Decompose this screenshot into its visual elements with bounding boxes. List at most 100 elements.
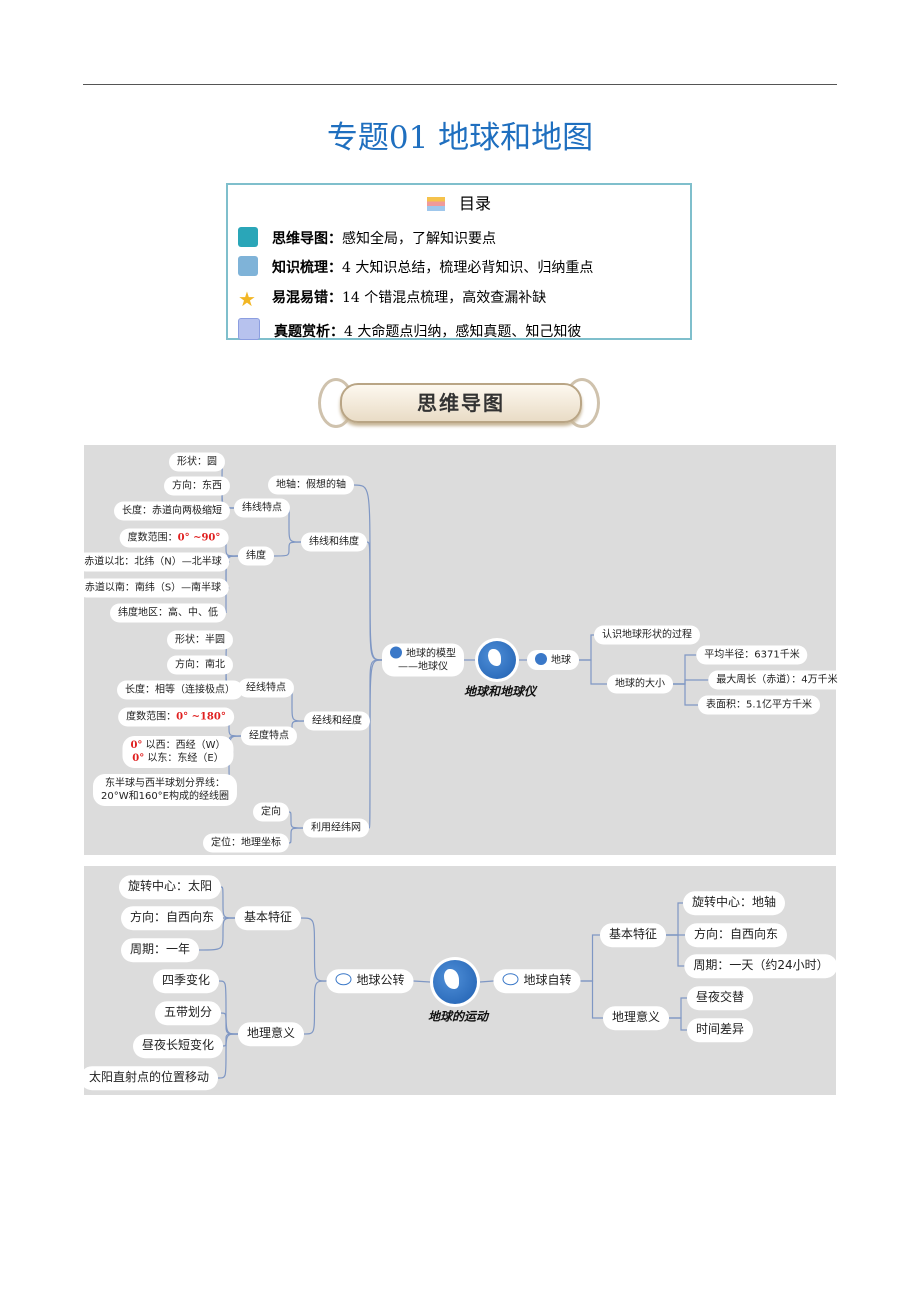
connector	[579, 659, 607, 685]
mindmap-node-f3: 周期：一年	[120, 938, 200, 962]
connector	[218, 1033, 238, 1079]
mindmap-node-a2: 方向：东西	[164, 476, 230, 496]
connector	[288, 827, 304, 844]
mindmap-node-dx2: 地球的大小	[607, 674, 673, 694]
mindmap-node-dl1: 地理意义	[237, 1022, 305, 1046]
mindmap-node-wd: 纬度	[238, 546, 274, 566]
mindmap-node-i2: 时间差异	[686, 1018, 754, 1042]
header-rule	[83, 84, 837, 85]
connector	[479, 980, 494, 983]
connector	[288, 507, 302, 543]
mindmap-node-f1: 旋转中心：太阳	[118, 875, 222, 899]
connector	[666, 934, 685, 967]
connector	[273, 541, 302, 557]
mindmap-node-zz: 地球自转	[493, 969, 581, 993]
mindmap-node-a1: 形状：圆	[169, 452, 225, 472]
mindmap-node-gz: 地球公转	[326, 969, 414, 993]
star-icon: ★	[238, 287, 256, 311]
mindmap-earth-motion: 旋转中心：太阳方向：自西向东周期：一年基本特征四季变化五带划分昼夜长短变化太阳直…	[79, 866, 838, 1095]
globe-model-icon	[390, 646, 402, 659]
mindmap-node-g3: 昼夜长短变化	[132, 1034, 224, 1058]
center-topic-label: 地球的运动	[427, 1009, 489, 1024]
mindmap-node-c2: 方向：南北	[167, 655, 233, 675]
connector	[219, 980, 238, 1035]
mindmap-node-mx: 地球的模型——地球仪	[382, 643, 464, 677]
mindmap-node-b1: 度数范围：0° ~90°	[119, 528, 229, 548]
mindmap-node-b4: 纬度地区：高、中、低	[110, 603, 226, 623]
mindmap-banner: 思维导图	[318, 378, 600, 428]
connector	[291, 687, 305, 722]
center-topic-label: 地球和地球仪	[463, 684, 537, 699]
connector	[413, 980, 431, 983]
mindmap-node-i1: 昼夜交替	[686, 986, 754, 1010]
toc-item[interactable]: 思维导图：感知全局，了解知识要点	[238, 227, 496, 248]
mindmap-node-g2: 五带划分	[154, 1001, 222, 1025]
connector	[304, 980, 327, 1035]
earth-icon	[535, 653, 547, 665]
mindmap-node-dx: 定向	[253, 802, 289, 822]
mindmap-node-f2: 方向：自西向东	[120, 906, 224, 930]
mindmap-earth-globe: 形状：圆方向：东西长度：赤道向两极缩短纬线特点 地轴：假想的轴度数范围：0° ~9…	[76, 445, 846, 855]
mindmap-node-wxtd: 纬线特点	[234, 498, 290, 518]
connector	[673, 683, 699, 706]
mindmap-node-dw: 定位：地理坐标	[203, 833, 289, 853]
mindmap-node-e2: 最大周长（赤道）：4万千米	[708, 670, 846, 690]
toc-heading: 目录	[458, 194, 491, 213]
connector	[580, 980, 603, 1019]
mindmap-node-dl2: 地理意义	[602, 1006, 670, 1030]
mindmap-node-d2: 0° 以西：西经（W）0° 以东：东经（E）	[122, 736, 234, 768]
page-title: 专题01 地球和地图	[326, 120, 594, 156]
connector	[669, 997, 687, 1019]
mindmap-node-jwn: 利用经纬网	[303, 818, 369, 838]
center-globe-icon	[475, 638, 519, 682]
mindmap-node-g1: 四季变化	[152, 969, 220, 993]
connector	[669, 1017, 687, 1031]
connector	[368, 659, 383, 829]
document-icon	[238, 318, 260, 340]
connector	[301, 917, 327, 982]
connector	[579, 634, 594, 661]
connector	[288, 811, 304, 829]
table-of-contents: 目录 思维导图：感知全局，了解知识要点 知识梳理：4 大知识总结，梳理必背知识、…	[226, 183, 692, 340]
list-icon	[426, 197, 445, 211]
toc-item[interactable]: 真题赏析：4 大命题点归纳，感知真题、知己知彼	[238, 318, 581, 341]
mindmap-node-e1: 平均半径：6371千米	[696, 645, 808, 665]
connector	[221, 1012, 238, 1035]
mindmap-node-b2: 赤道以北：北纬（N）—北半球	[76, 552, 230, 572]
mindmap-node-b3: 赤道以南：南纬（S）—南半球	[76, 578, 230, 598]
connector	[366, 541, 383, 661]
connector	[353, 484, 383, 661]
toc-item[interactable]: ★易混易错：14 个错混点梳理，高效查漏补缺	[238, 287, 547, 311]
mindmap-node-g4: 太阳直射点的位置移动	[79, 1066, 219, 1090]
mindmap-node-jxtd: 经线特点	[238, 678, 294, 698]
map-icon	[238, 227, 258, 247]
toc-item[interactable]: 知识梳理：4 大知识总结，梳理必背知识、归纳重点	[238, 256, 593, 277]
connector	[666, 902, 683, 936]
mindmap-node-d3: 东半球与西半球划分界线：20°W和160°E构成的经线圈	[92, 774, 238, 806]
mindmap-node-jdtd: 经度特点	[241, 726, 297, 746]
mindmap-node-dq: 地球	[527, 650, 579, 670]
connector	[580, 934, 600, 982]
mindmap-node-d1: 度数范围：0° ~180°	[118, 707, 234, 727]
center-globe-icon	[430, 957, 480, 1007]
orbit-icon	[335, 973, 352, 986]
mindmap-node-c3: 长度：相等（连接极点）	[117, 680, 243, 700]
mindmap-node-c1: 形状：半圆	[167, 630, 233, 650]
connector	[220, 886, 235, 919]
mindmap-node-jxjd: 经线和经度	[304, 711, 370, 731]
connector-lines	[199, 886, 687, 1079]
connector	[223, 1033, 238, 1047]
mindmap-node-wxwd: 纬线和纬度	[301, 532, 367, 552]
mindmap-node-jb1: 基本特征	[234, 906, 302, 930]
mindmap-node-dz: 地轴：假想的轴	[268, 475, 354, 495]
mindmap-node-rs: 认识地球形状的过程	[594, 625, 700, 645]
connector	[199, 917, 235, 951]
mindmap-node-jb2: 基本特征	[599, 923, 667, 947]
mindmap-node-h3: 周期：一天（约24小时）	[684, 954, 838, 978]
mindmap-node-a3: 长度：赤道向两极缩短	[114, 501, 230, 521]
book-icon	[238, 256, 258, 276]
mindmap-node-e3: 表面积：5.1亿平方千米	[698, 695, 820, 715]
mindmap-node-h2: 方向：自西向东	[684, 923, 788, 947]
mindmap-node-h1: 旋转中心：地轴	[682, 891, 786, 915]
